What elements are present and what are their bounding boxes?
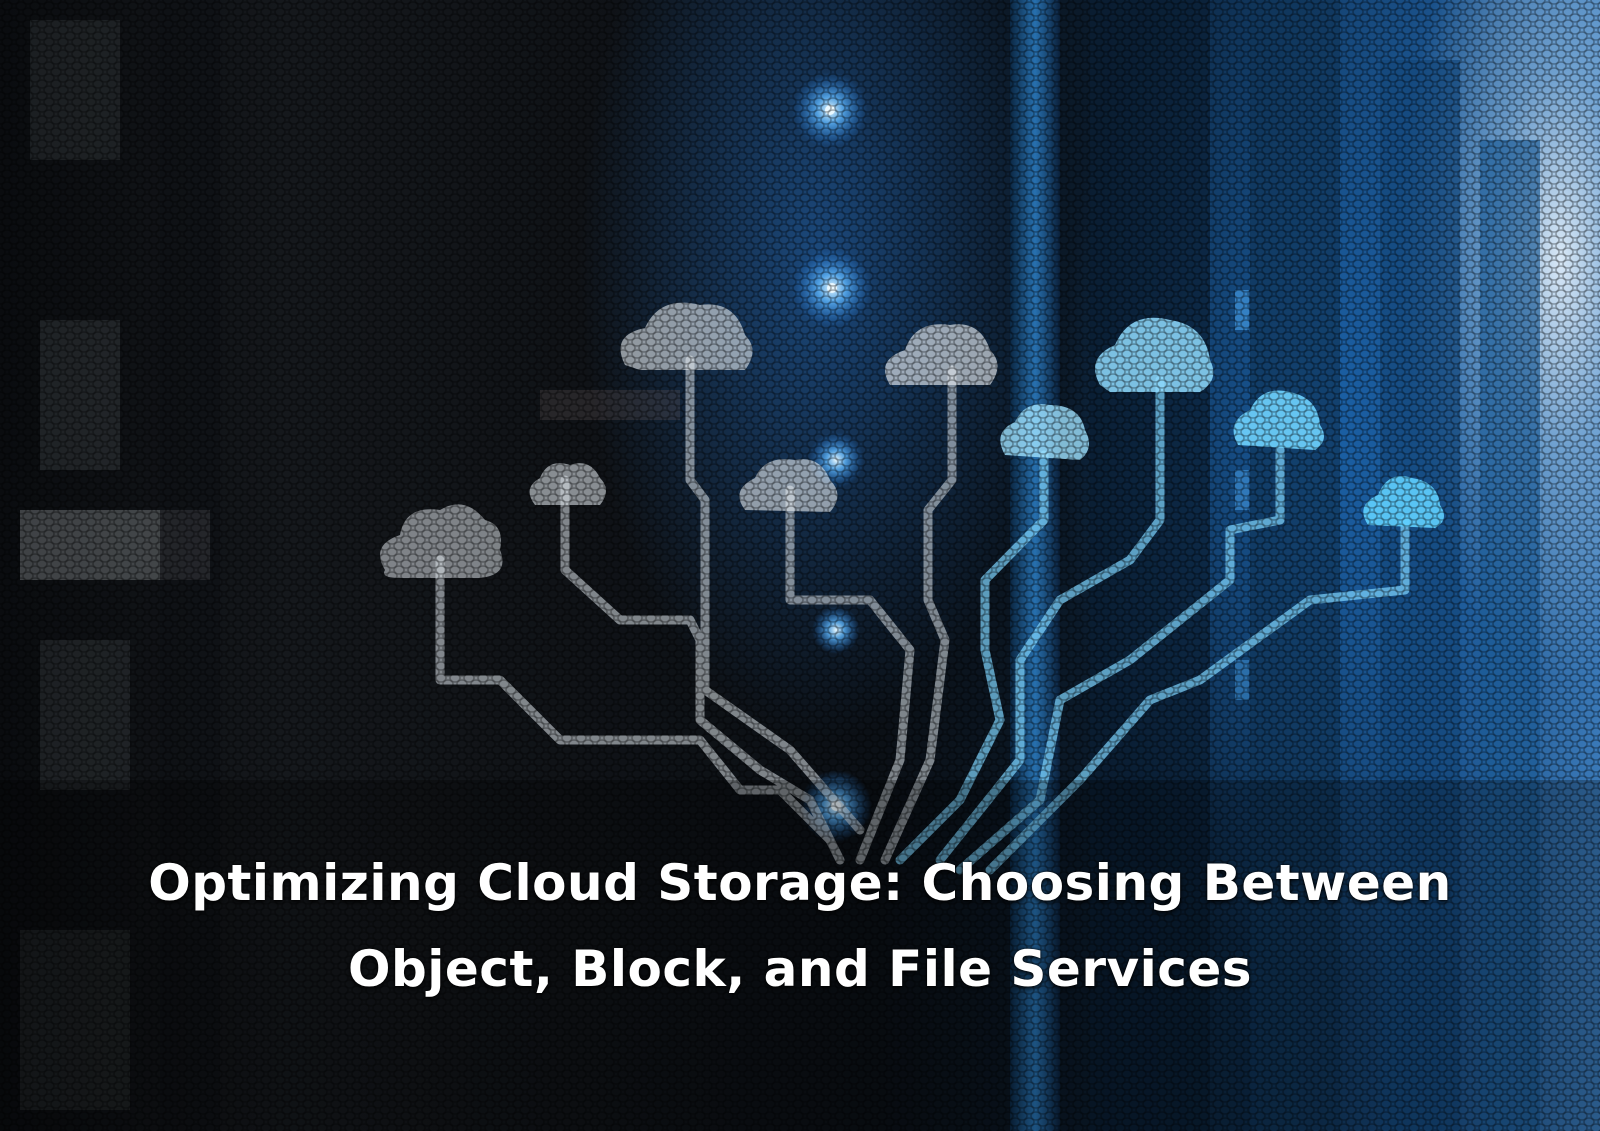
vignette	[0, 780, 1600, 1131]
headline: Optimizing Cloud Storage: Choosing Betwe…	[80, 840, 1520, 1012]
headline-line-2: Object, Block, and File Services	[347, 940, 1253, 998]
headline-line-1: Optimizing Cloud Storage: Choosing Betwe…	[148, 854, 1452, 912]
